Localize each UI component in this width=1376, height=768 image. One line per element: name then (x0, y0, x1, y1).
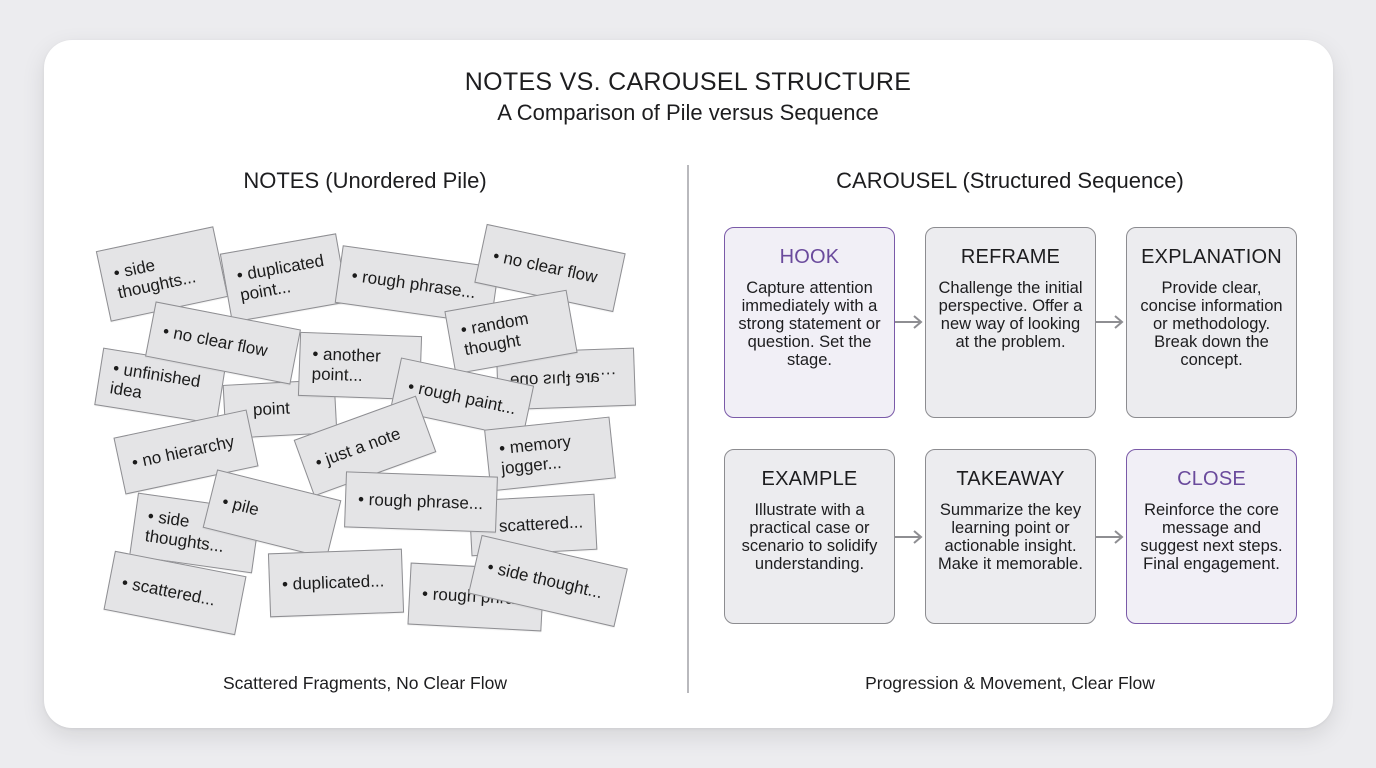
note-fragment: • rough phrase... (344, 471, 498, 533)
carousel-heading: CAROUSEL (Structured Sequence) (836, 168, 1184, 193)
notes-caption: Scattered Fragments, No Clear Flow (223, 673, 507, 693)
note-fragment: • duplicated... (267, 548, 405, 618)
step-description: Provide clear, concise information or me… (1140, 279, 1283, 369)
step-takeaway: TAKEAWAY Summarize the key learning poin… (925, 449, 1096, 624)
step-title: EXPLANATION (1141, 246, 1282, 268)
carousel-caption: Progression & Movement, Clear Flow (865, 673, 1155, 693)
step-hook: HOOK Capture attention immediately with … (724, 227, 895, 418)
step-close: CLOSE Reinforce the core message and sug… (1126, 449, 1297, 624)
step-title: EXAMPLE (761, 468, 858, 490)
step-title: CLOSE (1177, 468, 1246, 490)
right-arrow-icon (1096, 530, 1124, 544)
step-title: TAKEAWAY (956, 468, 1065, 490)
step-explanation: EXPLANATION Provide clear, concise infor… (1126, 227, 1297, 418)
right-arrow-icon (1096, 315, 1124, 329)
step-description: Capture attention immediately with a str… (738, 279, 881, 369)
step-description: Illustrate with a practical case or scen… (741, 501, 878, 573)
page-title: NOTES VS. CAROUSEL STRUCTURE (464, 68, 912, 96)
step-description: Challenge the initial perspective. Offer… (938, 279, 1083, 351)
center-divider (687, 165, 689, 693)
step-reframe: REFRAME Challenge the initial perspectiv… (925, 227, 1096, 418)
page-subtitle: A Comparison of Pile versus Sequence (497, 100, 879, 125)
step-example: EXAMPLE Illustrate with a practical case… (724, 449, 895, 624)
right-arrow-icon (895, 530, 923, 544)
right-arrow-icon (895, 315, 923, 329)
step-description: Summarize the key learning point or acti… (938, 501, 1083, 573)
note-fragment: • memory jogger... (484, 416, 616, 492)
step-title: REFRAME (960, 246, 1061, 268)
step-description: Reinforce the core message and suggest n… (1140, 501, 1283, 573)
notes-heading: NOTES (Unordered Pile) (243, 168, 487, 193)
step-title: HOOK (779, 246, 840, 268)
